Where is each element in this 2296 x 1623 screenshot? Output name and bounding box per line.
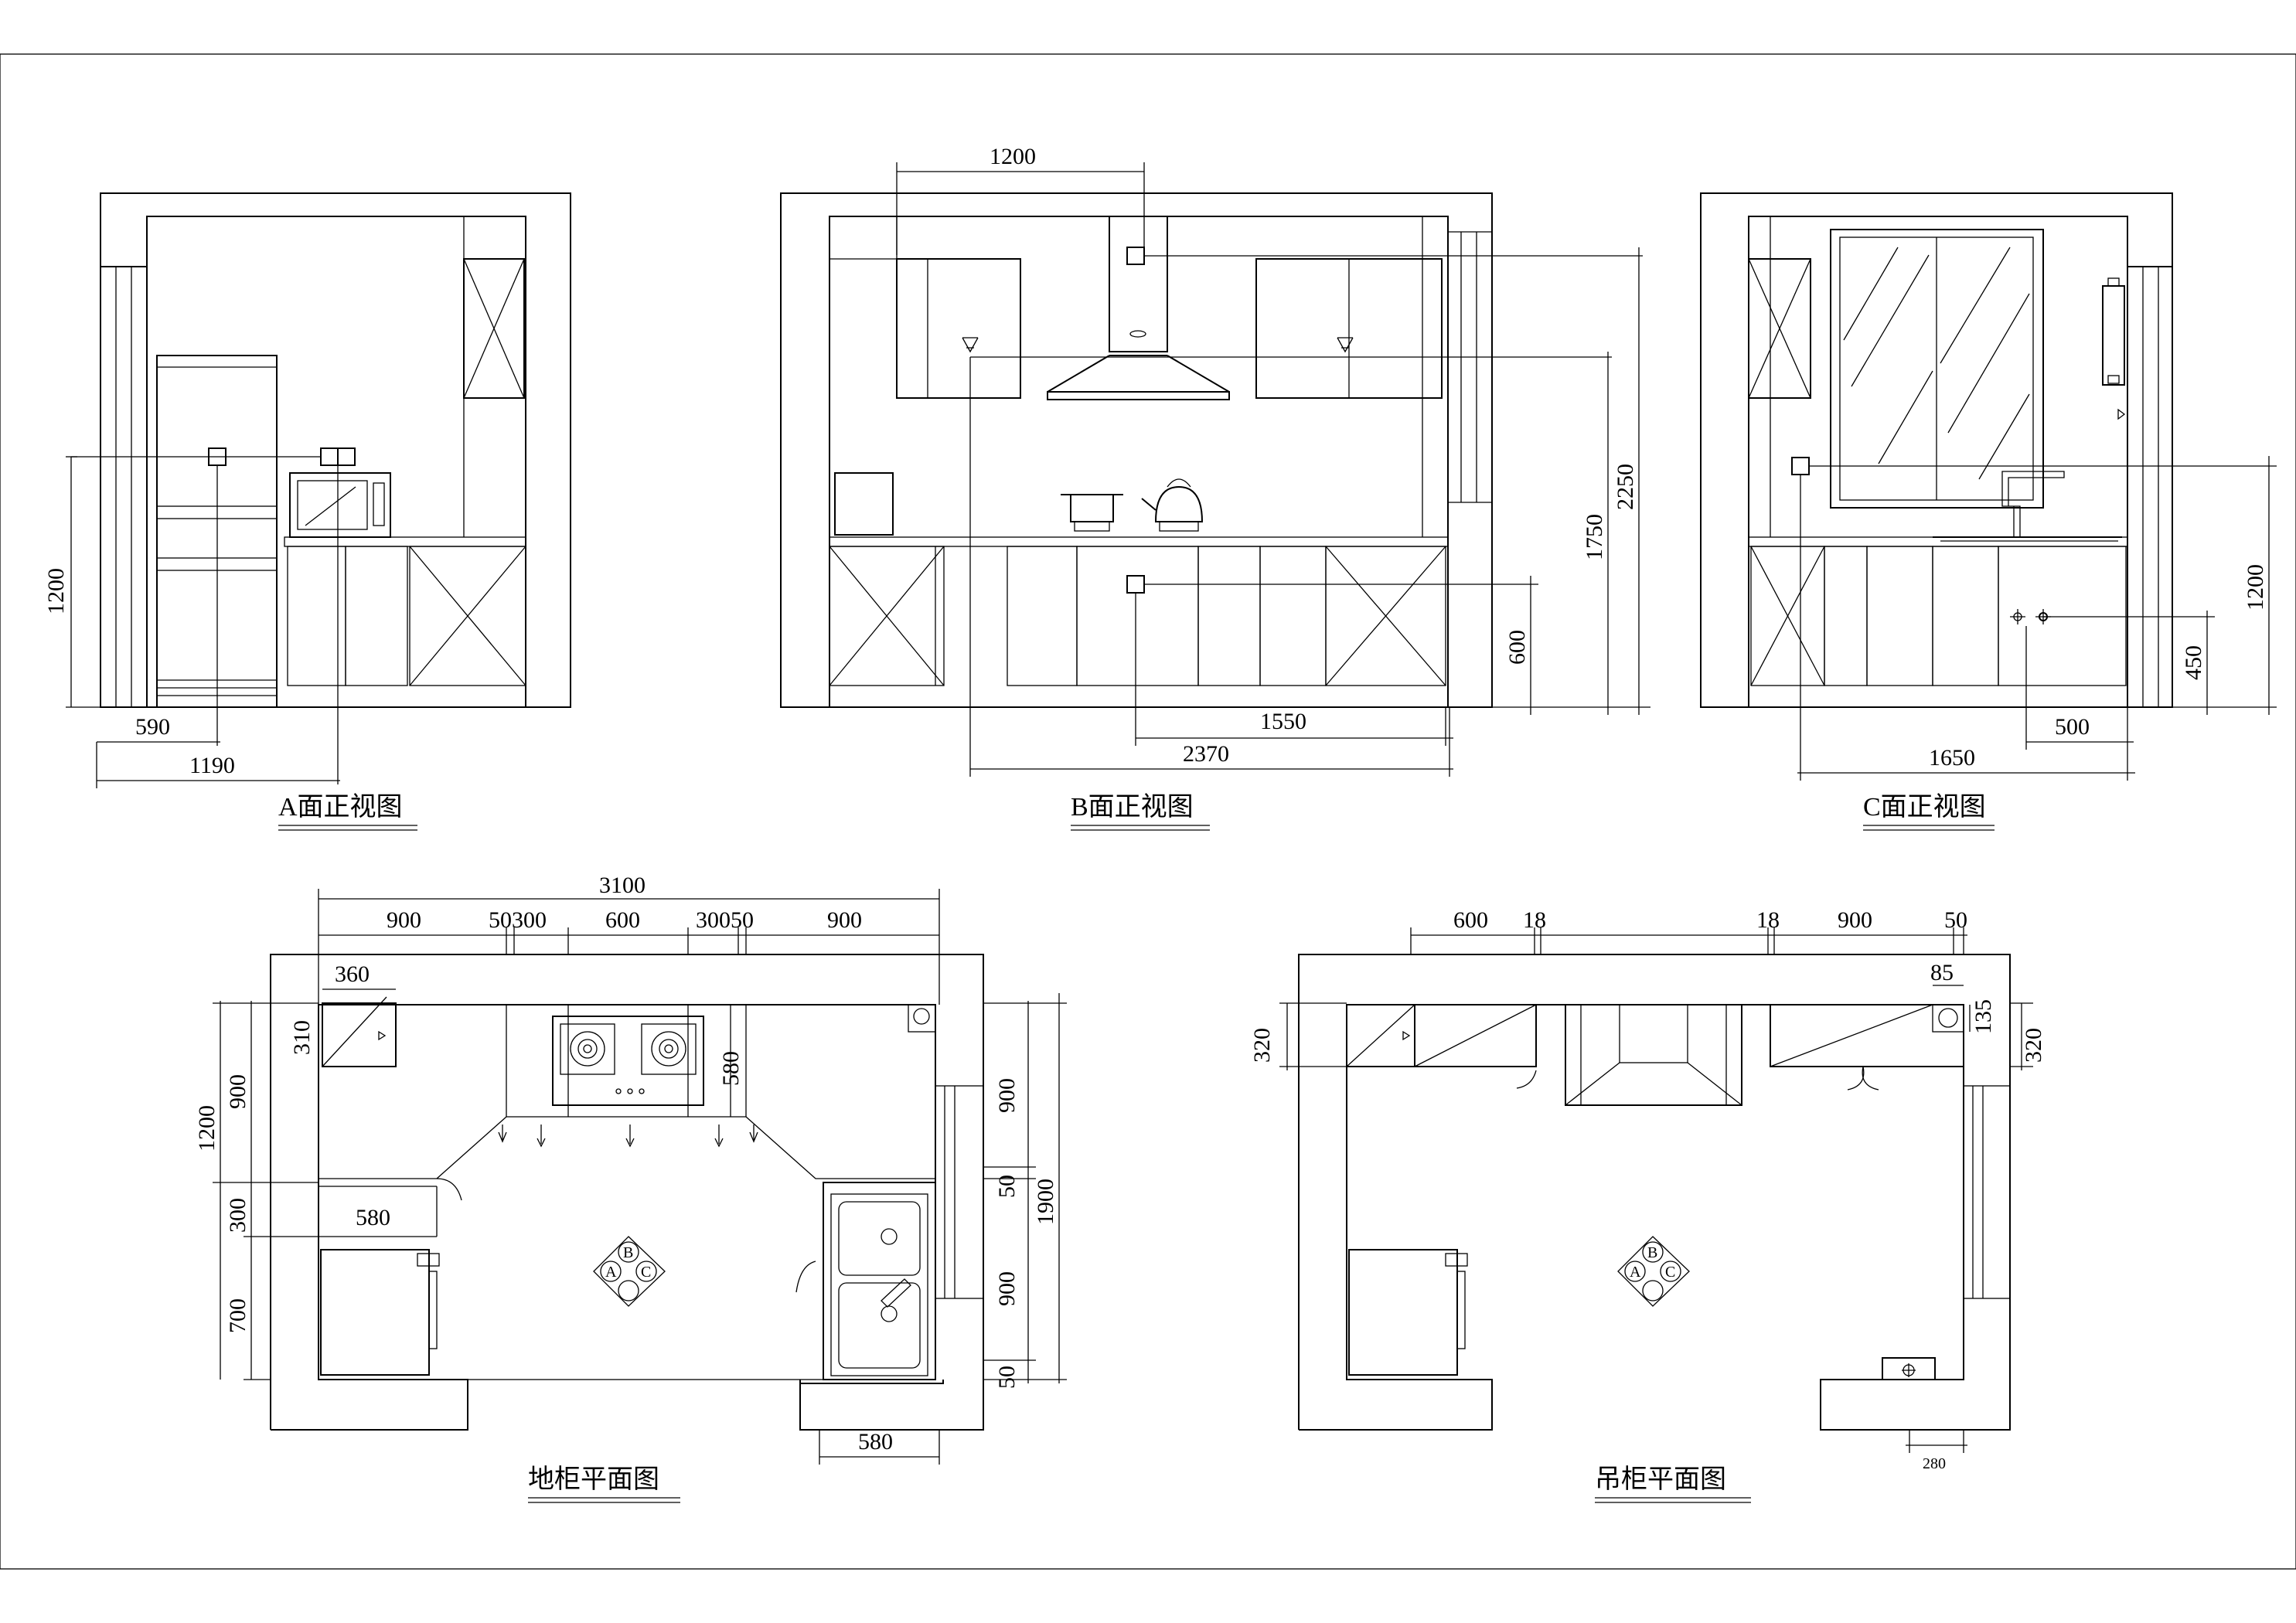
view-b-title: B面正视图 bbox=[1071, 793, 1194, 822]
compass-label-a: A bbox=[605, 1264, 617, 1281]
dim-wall-135: 135 bbox=[1971, 999, 1996, 1034]
plan-wall-title: 吊柜平面图 bbox=[1595, 1465, 1726, 1494]
socket-icon bbox=[337, 447, 356, 466]
dim-base-top-600: 600 bbox=[605, 907, 640, 933]
dim-wall-top-900: 900 bbox=[1838, 907, 1872, 933]
dim-wall-left-320: 320 bbox=[1249, 1028, 1275, 1063]
lamp-icon bbox=[962, 337, 979, 353]
view-c-title: C面正视图 bbox=[1863, 793, 1986, 822]
compass-icon: B A C bbox=[593, 1236, 666, 1307]
compass-label-c: C bbox=[1665, 1264, 1675, 1281]
dim-wall-right-320: 320 bbox=[2021, 1028, 2046, 1063]
elevation-b: 1200 2250 1750 600 1550 2370 B面正视图 bbox=[780, 144, 1650, 831]
dim-b-2250: 2250 bbox=[1613, 464, 1638, 510]
dim-b-2370: 2370 bbox=[1183, 741, 1229, 767]
water-heater-plan bbox=[1882, 1357, 1936, 1380]
dim-base-left-700: 700 bbox=[225, 1298, 250, 1333]
fridge-plan bbox=[320, 1249, 440, 1376]
water-heater-icon bbox=[2102, 277, 2126, 420]
compass-label-b: B bbox=[1647, 1244, 1657, 1261]
dim-base-top-900b: 900 bbox=[827, 907, 862, 933]
dim-a-height: 1200 bbox=[43, 568, 69, 614]
dim-wall-top-18a: 18 bbox=[1523, 907, 1546, 933]
dim-wall-280: 280 bbox=[1923, 1455, 1946, 1472]
dim-b-1200: 1200 bbox=[990, 144, 1036, 169]
dim-c-450: 450 bbox=[2181, 645, 2206, 680]
dim-base-left-300: 300 bbox=[225, 1198, 250, 1233]
dim-base-580-counter: 580 bbox=[356, 1205, 390, 1230]
dim-base-3100: 3100 bbox=[599, 873, 646, 898]
socket-icon bbox=[1126, 575, 1145, 594]
dim-a-1190: 1190 bbox=[189, 753, 235, 778]
dim-base-right-900b: 900 bbox=[994, 1271, 1020, 1306]
compass-label-c: C bbox=[641, 1264, 651, 1281]
fridge-plan bbox=[322, 1002, 397, 1067]
elevation-a: 1200 590 1190 A面正视图 bbox=[43, 192, 571, 831]
dim-wall-top-50: 50 bbox=[1944, 907, 1967, 933]
pot-icon bbox=[1061, 494, 1123, 532]
dim-base-310: 310 bbox=[289, 1020, 315, 1055]
faucet-icon bbox=[2001, 471, 2065, 537]
dim-base-bottom-580: 580 bbox=[858, 1429, 893, 1455]
dim-base-right-50b: 50 bbox=[994, 1366, 1020, 1389]
range-hood-elevation bbox=[1047, 216, 1230, 400]
compass-label-b: B bbox=[623, 1244, 633, 1261]
dim-base-top-30050: 30050 bbox=[696, 907, 754, 933]
sink-plan bbox=[823, 1182, 936, 1380]
dim-base-right-50a: 50 bbox=[994, 1175, 1020, 1198]
dim-b-1750: 1750 bbox=[1582, 514, 1607, 560]
sheet-border bbox=[0, 53, 2296, 1570]
plan-base-title: 地柜平面图 bbox=[528, 1465, 659, 1494]
plan-base-cabinets: B A C 3100 900 50300 600 30050 900 360 3… bbox=[194, 873, 1067, 1503]
valve-icon bbox=[2010, 609, 2025, 624]
plan-wall-cabinets: B A C 600 18 18 900 50 320 320 85 135 bbox=[1249, 907, 2046, 1503]
dim-b-1550: 1550 bbox=[1260, 709, 1306, 734]
dim-base-top-900a: 900 bbox=[387, 907, 421, 933]
view-a-title: A面正视图 bbox=[278, 793, 403, 822]
dim-c-1200: 1200 bbox=[2243, 564, 2268, 611]
compass-icon: B A C bbox=[1617, 1236, 1690, 1307]
dim-wall-85: 85 bbox=[1930, 960, 1954, 985]
dim-base-right-1900: 1900 bbox=[1033, 1179, 1058, 1225]
dim-base-top-50300: 50300 bbox=[489, 907, 547, 933]
socket-icon bbox=[320, 447, 339, 466]
microwave-elevation bbox=[289, 472, 391, 538]
dim-c-500: 500 bbox=[2055, 714, 2090, 740]
compass-label-a: A bbox=[1630, 1264, 1641, 1281]
dim-base-right-900a: 900 bbox=[994, 1078, 1020, 1113]
socket-icon bbox=[1126, 247, 1145, 265]
range-hood-plan bbox=[1565, 1004, 1742, 1106]
dim-wall-top-600: 600 bbox=[1453, 907, 1488, 933]
dim-b-600: 600 bbox=[1504, 630, 1530, 665]
dim-wall-top-18b: 18 bbox=[1756, 907, 1780, 933]
dim-base-left-900: 900 bbox=[225, 1074, 250, 1109]
dim-a-590: 590 bbox=[135, 714, 170, 740]
fridge-plan bbox=[1348, 1249, 1468, 1376]
hob-plan bbox=[552, 1016, 704, 1106]
elevation-c: 1200 450 500 1650 C面正视图 bbox=[1700, 192, 2277, 831]
lamp-icon bbox=[1337, 337, 1354, 353]
dim-c-1650: 1650 bbox=[1929, 745, 1975, 771]
window-elevation bbox=[1830, 229, 2044, 509]
dim-base-left-1200: 1200 bbox=[194, 1105, 220, 1152]
kettle-icon bbox=[1141, 478, 1204, 532]
socket-icon bbox=[1791, 457, 1810, 475]
dim-base-360: 360 bbox=[335, 961, 370, 987]
